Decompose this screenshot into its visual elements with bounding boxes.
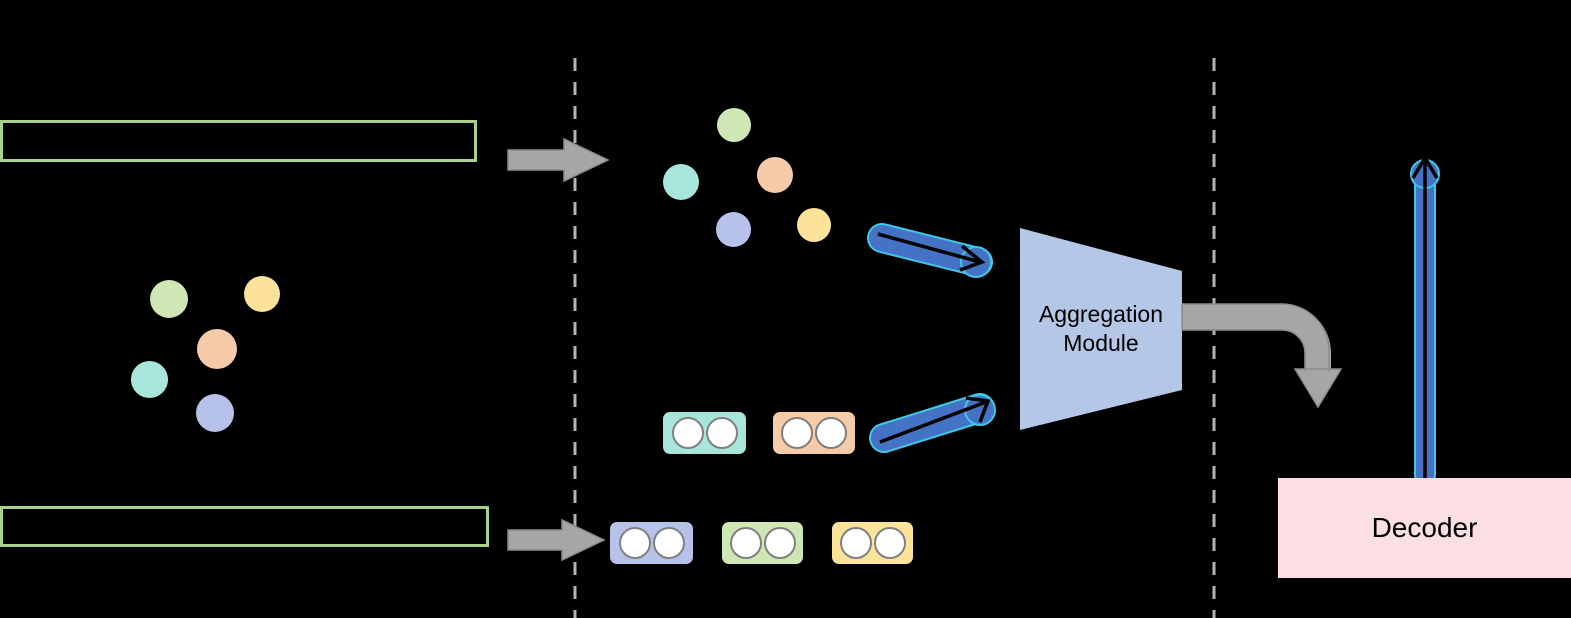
blue-arrow-to-module-lower (869, 393, 996, 453)
middle-dot-periwinkle (716, 212, 751, 247)
input-dot-teal (131, 361, 168, 398)
pill-orange[interactable] (773, 412, 855, 454)
pill-periwinkle[interactable] (610, 522, 693, 564)
middle-dot-yellow (797, 208, 831, 242)
aggregation-module[interactable]: Aggregation Module (1020, 228, 1182, 430)
gray-elbow-arrow (1181, 303, 1343, 409)
pill-inner-circle (815, 417, 847, 449)
pill-inner-circle (781, 417, 813, 449)
pill-yellow[interactable] (832, 522, 913, 564)
pill-inner-circle (729, 527, 762, 559)
input-box-bottom[interactable] (0, 506, 489, 547)
blue-vertical-arrow (1410, 154, 1440, 486)
pill-teal[interactable] (663, 412, 746, 454)
input-dot-green (150, 280, 188, 318)
decoder-label: Decoder (1371, 512, 1478, 543)
input-box-top[interactable] (0, 120, 477, 162)
blue-arrow-to-module-upper (867, 223, 993, 278)
pill-inner-circle (671, 417, 704, 449)
input-dot-periwinkle (196, 394, 234, 432)
input-dot-yellow (244, 276, 280, 312)
aggregation-module-shape[interactable] (1020, 228, 1182, 430)
decoder[interactable]: Decoder (1278, 478, 1571, 578)
middle-dot-green (717, 108, 751, 142)
pill-inner-circle (839, 527, 872, 559)
pill-green[interactable] (722, 522, 803, 564)
pill-inner-circle (705, 417, 738, 449)
middle-dot-orange (757, 157, 793, 193)
pill-inner-circle (873, 527, 906, 559)
gray-arrow-bottom (507, 518, 606, 562)
input-dot-orange (197, 329, 237, 369)
aggregation-module-label: Aggregation Module (1038, 301, 1164, 356)
pill-inner-circle (763, 527, 796, 559)
gray-arrow-top (507, 137, 610, 183)
pill-inner-circle (652, 527, 685, 559)
pill-inner-circle (618, 527, 651, 559)
middle-dot-teal (663, 164, 699, 200)
